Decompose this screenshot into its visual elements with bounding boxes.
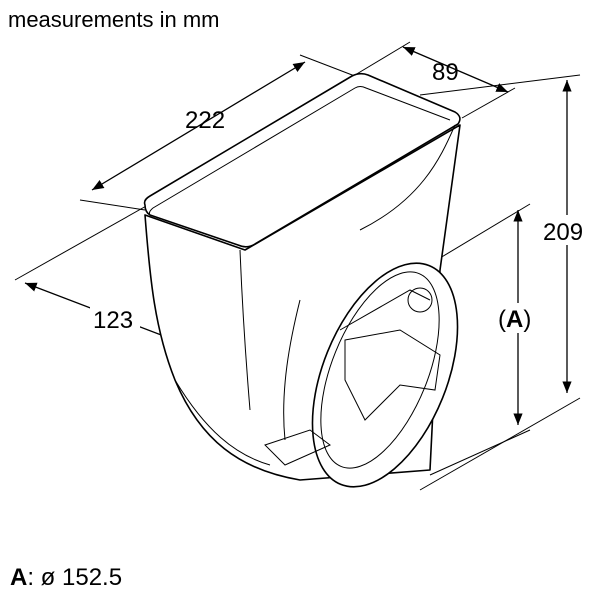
offset-dimension-label: 123	[93, 307, 133, 334]
length-dimension-line	[91, 61, 306, 191]
diameter-legend: A: ø 152.5	[10, 564, 122, 591]
duct-adapter	[143, 72, 461, 488]
width-dimension-line	[402, 46, 509, 93]
diameter-dimension-label: (A)	[498, 306, 531, 333]
width-dimension-label: 89	[432, 59, 459, 86]
height-dimension-label: 209	[543, 219, 583, 246]
round-connector-ring	[311, 262, 459, 488]
measurements-caption: measurements in mm	[8, 7, 220, 32]
length-dimension-label: 222	[185, 107, 225, 134]
